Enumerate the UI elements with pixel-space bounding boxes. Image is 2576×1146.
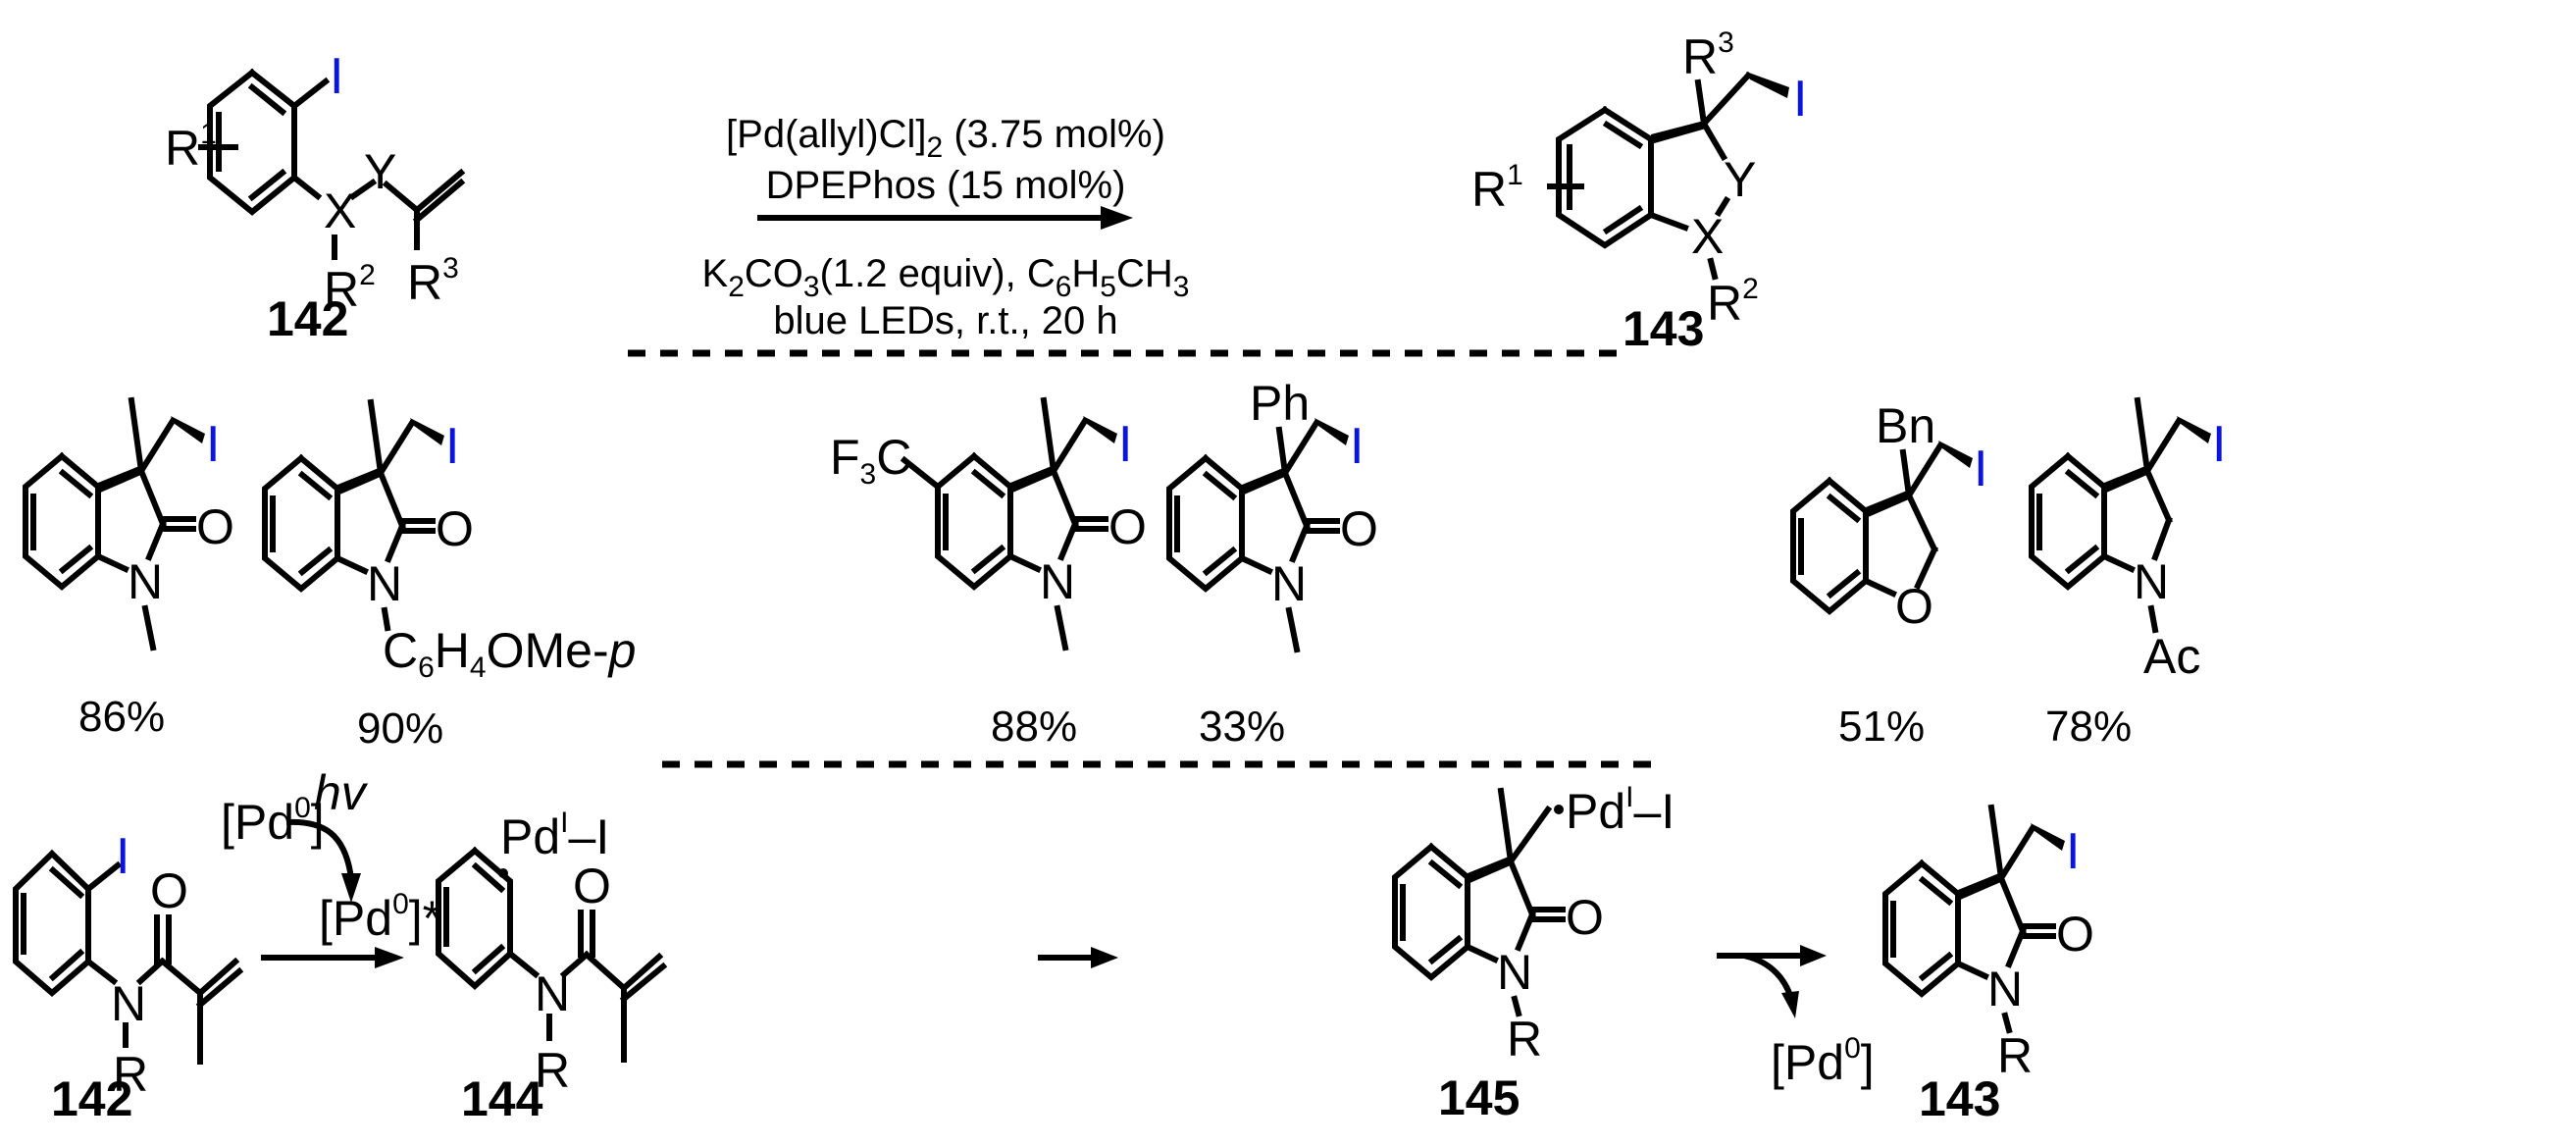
iodine-atom: I: [445, 418, 459, 475]
mechanism-step-1: [Pd0] hv [Pd0]*: [221, 765, 441, 968]
mechanism-intermediate-144: PdI–I N R O 144: [436, 807, 668, 1126]
carbonyl-oxygen: O: [1566, 890, 1604, 945]
r-group: R: [535, 1043, 570, 1098]
yield-label: 78%: [2045, 703, 2132, 751]
condition-catalyst: [Pd(allyl)Cl]2 (3.75 mol%): [726, 113, 1165, 164]
light-hv: hv: [314, 765, 369, 820]
nitrogen-atom: N: [1271, 556, 1307, 611]
carbonyl-oxygen: O: [1108, 499, 1147, 554]
r2-label: R2: [1707, 273, 1759, 331]
y-atom: Y: [1724, 152, 1756, 207]
n-substituent: C6H4OMe-p: [383, 623, 636, 684]
regenerated-catalyst: [Pd0]: [1771, 1032, 1875, 1090]
mechanism-step-3: [Pd0]: [1717, 945, 1875, 1090]
yield-label: 51%: [1838, 703, 1925, 751]
nitrogen-atom: N: [2134, 554, 2169, 609]
scope-example-4: Ph I O N 33%: [1169, 376, 1378, 751]
iodine-atom: I: [330, 48, 343, 105]
r3-label: R3: [407, 252, 459, 310]
substrate-142-general: R1 I X Y R2 R3 142: [165, 48, 466, 346]
r2-label: R2: [324, 259, 376, 317]
iodine-atom: I: [1118, 416, 1132, 473]
condition-ligand: DPEPhos (15 mol%): [766, 164, 1126, 207]
arrowhead: [1091, 947, 1118, 968]
pd-iodide: PdI–I: [1566, 781, 1674, 839]
carbonyl-oxygen: O: [1340, 501, 1378, 556]
iodine-atom: I: [1793, 71, 1807, 128]
r-group: R: [113, 1047, 148, 1102]
yield-label: 90%: [357, 704, 443, 753]
pd-iodide: PdI–I: [500, 807, 609, 864]
iodine-atom: I: [1974, 441, 1987, 497]
x-atom: X: [324, 183, 356, 238]
condition-light-temp-time: blue LEDs, r.t., 20 h: [773, 299, 1117, 342]
compound-label-145: 145: [1438, 1070, 1520, 1125]
iodine-atom: I: [1350, 418, 1364, 475]
benzyl-group: Bn: [1876, 398, 1935, 453]
iodine-atom: I: [116, 828, 129, 885]
yield-label: 86%: [78, 693, 165, 741]
nitrogen-atom: N: [128, 554, 163, 609]
r1-label: R1: [165, 118, 217, 176]
acetyl-group: Ac: [2143, 629, 2200, 684]
carbonyl-oxygen: O: [2056, 907, 2094, 962]
scope-example-6: I N Ac 78%: [2032, 396, 2226, 751]
scope-example-5: Bn I O 51%: [1793, 398, 1987, 751]
iodine-atom: I: [206, 416, 220, 473]
phenyl-group: Ph: [1250, 376, 1310, 431]
product-143-general: R1 R3 I Y X R2 143: [1471, 26, 1807, 356]
yield-label: 88%: [991, 703, 1077, 751]
oxygen-atom: O: [1895, 579, 1933, 634]
r1-label: R1: [1471, 159, 1523, 217]
compound-label-142: 142: [51, 1071, 132, 1126]
nitrogen-atom: N: [111, 976, 146, 1031]
x-atom: X: [1691, 209, 1724, 264]
condition-base-solvent: K2CO3(1.2 equiv), C6H5CH3: [702, 252, 1190, 303]
compound-label-144: 144: [461, 1071, 543, 1126]
scope-example-2: I O N C6H4OMe-p 90%: [265, 398, 636, 753]
nitrogen-atom: N: [1040, 554, 1075, 609]
nitrogen-atom: N: [1497, 945, 1532, 1000]
iodine-atom: I: [2066, 823, 2080, 880]
mechanism-product-143: I O N R 143: [1885, 804, 2094, 1126]
r-group: R: [1507, 1012, 1542, 1067]
carbonyl-oxygen: O: [196, 499, 234, 554]
r3-label: R3: [1682, 26, 1734, 84]
compound-label-142: 142: [267, 291, 348, 346]
radical-dot: [498, 868, 508, 878]
catalyst-pd0: [Pd0]: [221, 792, 325, 850]
compound-label-143: 143: [1623, 301, 1704, 356]
compound-label-143: 143: [1919, 1071, 2000, 1126]
carbonyl-oxygen: O: [573, 859, 611, 913]
nitrogen-atom: N: [367, 556, 402, 611]
aryl-substituent: F3C: [830, 430, 911, 491]
iodine-atom: I: [2212, 416, 2226, 473]
carbonyl-oxygen: O: [150, 863, 188, 918]
scope-example-3: F3C I O N 88%: [830, 396, 1147, 751]
yield-label: 33%: [1199, 703, 1285, 751]
mechanism-substrate-142: I N R O 142: [13, 828, 244, 1126]
r-group: R: [1997, 1028, 2033, 1083]
scope-example-1: I O N 86%: [26, 396, 234, 741]
reaction-conditions: [Pd(allyl)Cl]2 (3.75 mol%) DPEPhos (15 m…: [702, 113, 1190, 342]
nitrogen-atom: N: [1987, 962, 2023, 1016]
mechanism-intermediate-145: PdI–I O N R 145: [1395, 781, 1674, 1125]
radical-dot: [1554, 805, 1564, 814]
carbonyl-oxygen: O: [436, 501, 474, 556]
reaction-arrow: [757, 206, 1133, 230]
excited-catalyst: [Pd0]*: [319, 888, 441, 946]
